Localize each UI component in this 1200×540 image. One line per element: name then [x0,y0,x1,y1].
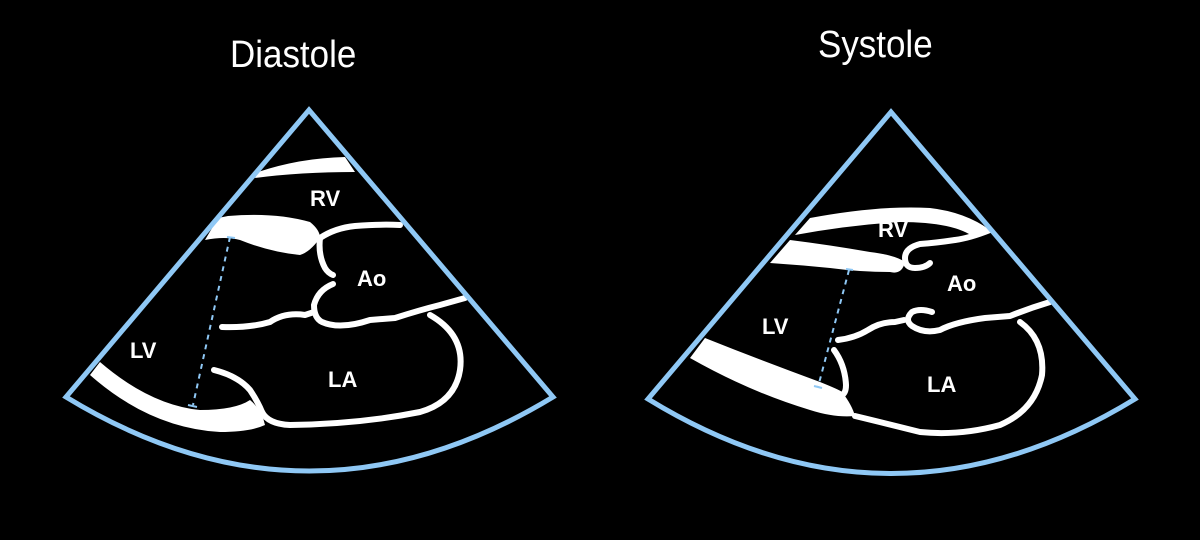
systole-sector-outline [644,108,1139,476]
diastole-title: Diastole [230,34,357,76]
systole-chambers [831,227,1053,437]
diastole-label-la: LA [328,367,357,392]
diastole-label-lv: LV [130,338,157,363]
systole-label-la: LA [927,372,956,397]
diastole-panel: RV Ao LV LA [62,106,557,474]
systole-panel: RV Ao LV LA [644,108,1139,476]
systole-lv-measurement [817,269,850,388]
diastole-label-ao: Ao [357,266,386,291]
diastole-lv-measurement [192,236,231,406]
diastole-label-rv: RV [310,186,340,211]
diastole-sector-outline [62,106,557,474]
systole-walls [690,207,990,417]
systole-label-lv: LV [762,314,789,339]
systole-label-rv: RV [878,217,908,242]
systole-title: Systole [818,24,933,66]
diastole-walls [90,157,355,432]
systole-label-ao: Ao [947,271,976,296]
diastole-chambers [211,221,468,428]
